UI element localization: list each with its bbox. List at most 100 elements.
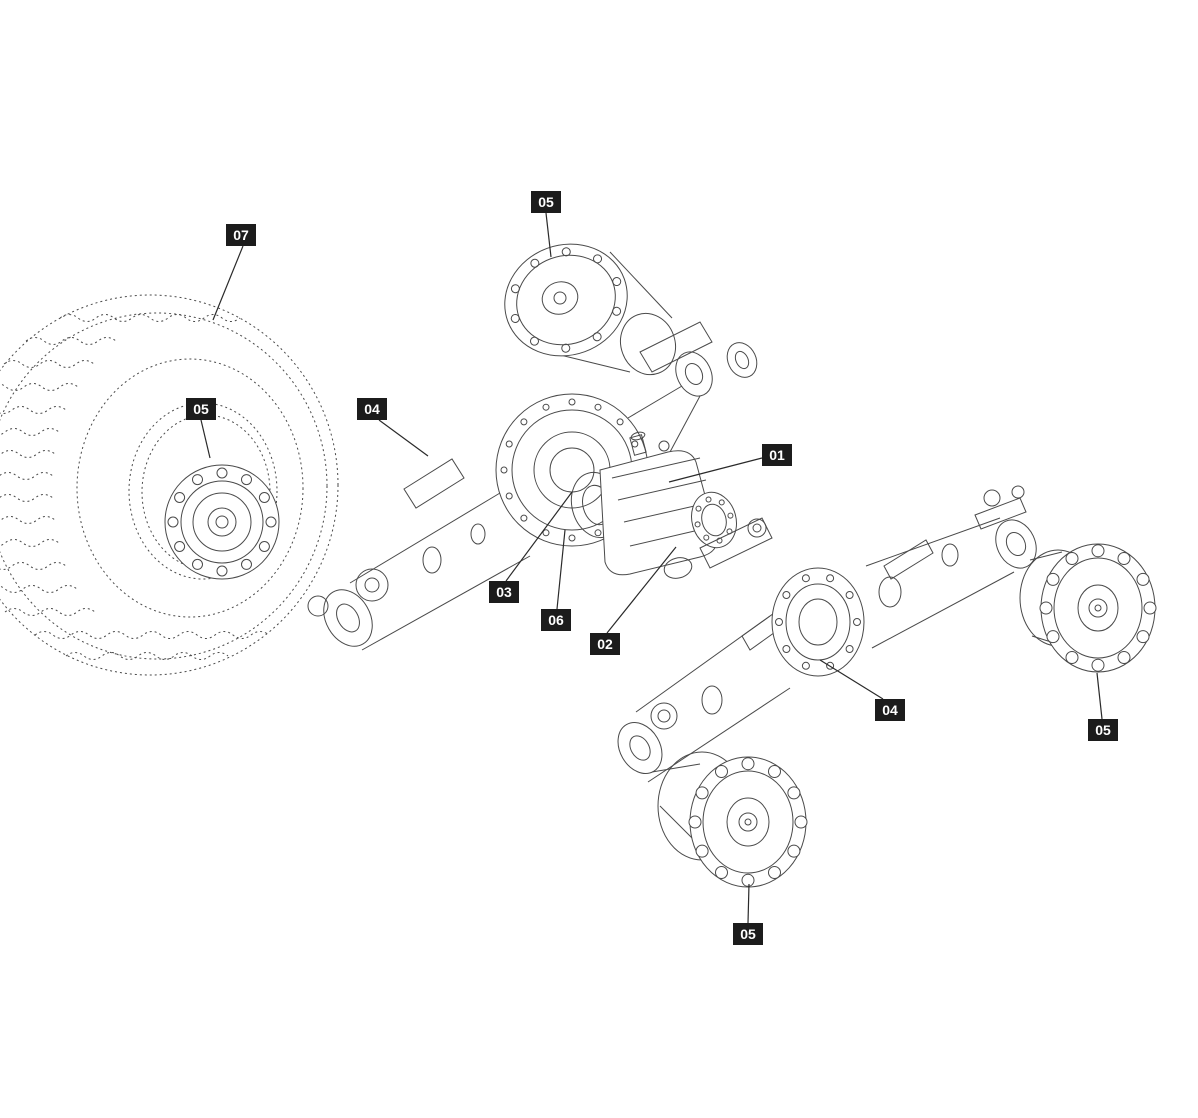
differential-unit [570, 431, 773, 579]
bolt-hole [703, 534, 710, 541]
link-pin-bore [752, 523, 762, 533]
callout-box [531, 191, 561, 213]
housing-right-eye-bore [684, 362, 704, 386]
bolt-hole [768, 765, 781, 778]
tire-shoulder-edge [0, 312, 328, 660]
housing-bracket-eye-bore [734, 350, 750, 370]
bolt-hole [265, 516, 277, 528]
bolt-hole [616, 418, 624, 426]
hub-center [215, 515, 229, 529]
callout-07: 07 [212, 224, 256, 321]
hub-ring [1053, 557, 1143, 659]
hub-flange [1040, 543, 1156, 673]
callout-box [357, 398, 387, 420]
bolt-hole [801, 574, 810, 583]
bolt-hole [174, 541, 186, 552]
callout-label: 04 [882, 702, 898, 718]
diff-flange-bolt-pattern [694, 496, 734, 544]
hub-bolt-pattern [510, 247, 622, 353]
housing-left-upper-eye-bore [657, 709, 671, 723]
hub-body-line [609, 251, 673, 319]
tire-tread-line [0, 428, 60, 436]
diff-rib [611, 457, 701, 479]
bolt-hole [688, 815, 702, 829]
callout-02: 02 [590, 546, 677, 655]
callout-box [875, 699, 905, 721]
bolt-hole [241, 474, 252, 486]
bolt-hole [612, 306, 622, 316]
bolt-hole [1039, 601, 1053, 615]
hub-center [744, 818, 752, 826]
bolt-hole [192, 474, 203, 486]
tire-sidewall-edge [76, 358, 304, 618]
bolt-hole [1065, 552, 1079, 565]
tire-outer-edge [0, 294, 339, 676]
callout-box [733, 923, 763, 945]
housing-left-eye-bore [629, 735, 651, 761]
housing-mounting-pad [883, 539, 934, 580]
callout-05: 05 [1088, 672, 1118, 741]
diff-output-flange [691, 491, 737, 549]
bolt-hole [568, 398, 576, 406]
housing-left-upper-eye [355, 568, 389, 602]
tire-tread-line [0, 494, 54, 502]
hub-bolt-pattern [167, 467, 277, 577]
center-ring-bore [798, 598, 838, 646]
callout-label: 05 [740, 926, 756, 942]
hub-ring [180, 480, 264, 564]
bolt-hole [787, 844, 801, 858]
callout-05: 05 [531, 191, 561, 258]
diff-breather [629, 434, 647, 456]
callout-box [541, 609, 571, 631]
tire-tread-line [3, 360, 95, 368]
housing-right-eye [675, 351, 713, 397]
bolt-hole [1046, 572, 1060, 586]
callout-leader-line [1096, 672, 1103, 720]
diff-body [599, 450, 718, 576]
rear-axle-housing [617, 485, 1037, 783]
tire-tread-line [0, 585, 78, 593]
bolt-hole [727, 512, 734, 519]
callout-box [186, 398, 216, 420]
hub-inner-ring [726, 797, 770, 847]
housing-left-eye [617, 722, 663, 774]
bolt-hole [1117, 552, 1131, 565]
bolt-hole [520, 418, 528, 426]
diff-breather-cap [630, 431, 646, 441]
bolt-hole [594, 529, 602, 537]
bolt-hole [787, 786, 801, 800]
bolt-hole [1046, 630, 1060, 644]
housing-left-upper-eye-bore [364, 577, 380, 593]
hub-lug-pattern [1039, 544, 1157, 672]
hub-center [1094, 604, 1102, 612]
bolt-hole [1117, 651, 1131, 664]
housing-hole [422, 546, 442, 574]
tire-tread-line [0, 516, 56, 524]
tire-tread-line [0, 406, 67, 414]
bolt-hole [715, 765, 728, 778]
bolt-hole [167, 516, 179, 528]
hub-cap [1088, 598, 1108, 618]
tire-tread-line [0, 539, 60, 547]
bolt-hole [174, 492, 186, 503]
housing-right-eye-bore [1005, 531, 1027, 557]
bolt-hole [241, 558, 252, 570]
housing-bracket-pin [1011, 485, 1025, 499]
bolt-hole [695, 844, 709, 858]
bolt-hole [520, 514, 528, 522]
tire-tread-line [34, 631, 270, 639]
housing-hole [941, 543, 959, 567]
housing-top-bracket [639, 321, 713, 373]
bolt-hole [568, 534, 576, 542]
bolt-hole [530, 258, 540, 268]
callout-label: 05 [193, 401, 209, 417]
hub-flange [164, 464, 280, 580]
callout-box [1088, 719, 1118, 741]
wheel-hub-bottom [651, 751, 808, 888]
hub-cap [738, 812, 758, 832]
bolt-hole [1091, 658, 1105, 672]
callout-04: 04 [357, 398, 429, 457]
bolt-hole [592, 332, 602, 342]
hub-center [553, 291, 567, 305]
